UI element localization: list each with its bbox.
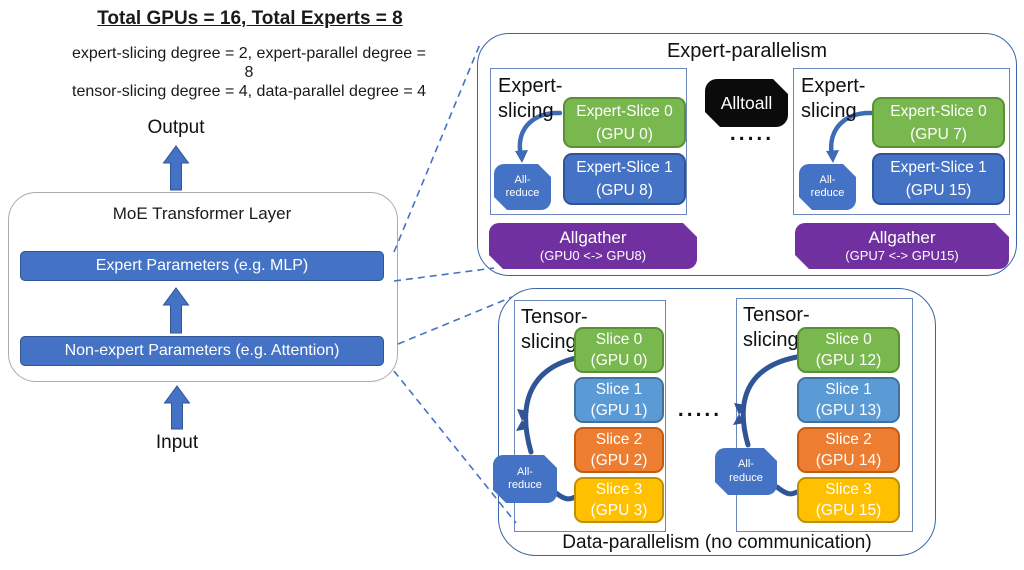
expert-parallelism-ellipsis: ..... [729, 122, 775, 145]
expert-parallelism-title: Expert-parallelism [666, 40, 828, 62]
config-description: expert-slicing degree = 2, expert-parall… [25, 44, 473, 101]
slice-3-gpu15: Slice 3 (GPU 15) [797, 477, 900, 523]
config-line-1: expert-slicing degree = 2, expert-parall… [72, 45, 426, 62]
slice-1-gpu1: Slice 1 (GPU 1) [574, 377, 664, 423]
alltoall-shape: Alltoall [705, 79, 788, 127]
expert-slice-0-gpu7: Expert-Slice 0 (GPU 7) [872, 97, 1005, 148]
slice-2-gpu14: Slice 2 (GPU 14) [797, 427, 900, 473]
dashed-connector-nonexpert-top [397, 296, 513, 345]
slice-2-gpu2: Slice 2 (GPU 2) [574, 427, 664, 473]
expert-slice-1-gpu15: Expert-Slice 1 (GPU 15) [872, 153, 1005, 205]
config-line-3: tensor-slicing degree = 4, data-parallel… [72, 83, 426, 100]
data-parallelism-ellipsis: ..... [677, 398, 723, 421]
page-title: Total GPUs = 16, Total Experts = 8 [97, 8, 403, 29]
expert-slicing-label-0: Expert- slicing [498, 75, 563, 122]
output-arrow [162, 145, 190, 191]
expert-slicing-label-1: Expert- slicing [801, 75, 866, 122]
expert-slice-0-gpu0: Expert-Slice 0 (GPU 0) [563, 97, 686, 148]
input-label: Input [155, 432, 199, 453]
slice-0-gpu12: Slice 0 (GPU 12) [797, 327, 900, 373]
expert-slice-1-gpu8: Expert-Slice 1 (GPU 8) [563, 153, 686, 205]
slice-0-gpu0: Slice 0 (GPU 0) [574, 327, 664, 373]
allgather-banner-0: Allgather (GPU0 <-> GPU8) [489, 223, 697, 269]
allreduce-shape-tensor-1: All- reduce [715, 448, 777, 495]
output-label: Output [147, 117, 205, 138]
slice-3-gpu3: Slice 3 (GPU 3) [574, 477, 664, 523]
config-line-2: 8 [244, 64, 254, 81]
tensor-slicing-label-0: Tensor- slicing [521, 306, 588, 353]
allreduce-shape-expert-0: All- reduce [494, 164, 551, 210]
data-parallelism-label: Data-parallelism (no communication) [562, 532, 872, 553]
allreduce-shape-expert-1: All- reduce [799, 164, 856, 210]
moe-transformer-layer-title: MoE Transformer Layer [112, 204, 292, 223]
dashed-connector-expert-bottom [393, 267, 495, 282]
allgather-banner-1: Allgather (GPU7 <-> GPU15) [795, 223, 1009, 269]
nonexpert-parameters-bar: Non-expert Parameters (e.g. Attention) [20, 336, 384, 366]
slice-1-gpu13: Slice 1 (GPU 13) [797, 377, 900, 423]
expert-parameters-bar: Expert Parameters (e.g. MLP) [20, 251, 384, 281]
allreduce-shape-tensor-0: All- reduce [493, 455, 557, 503]
tensor-slicing-label-1: Tensor- slicing [743, 304, 810, 351]
input-arrow [163, 385, 191, 430]
